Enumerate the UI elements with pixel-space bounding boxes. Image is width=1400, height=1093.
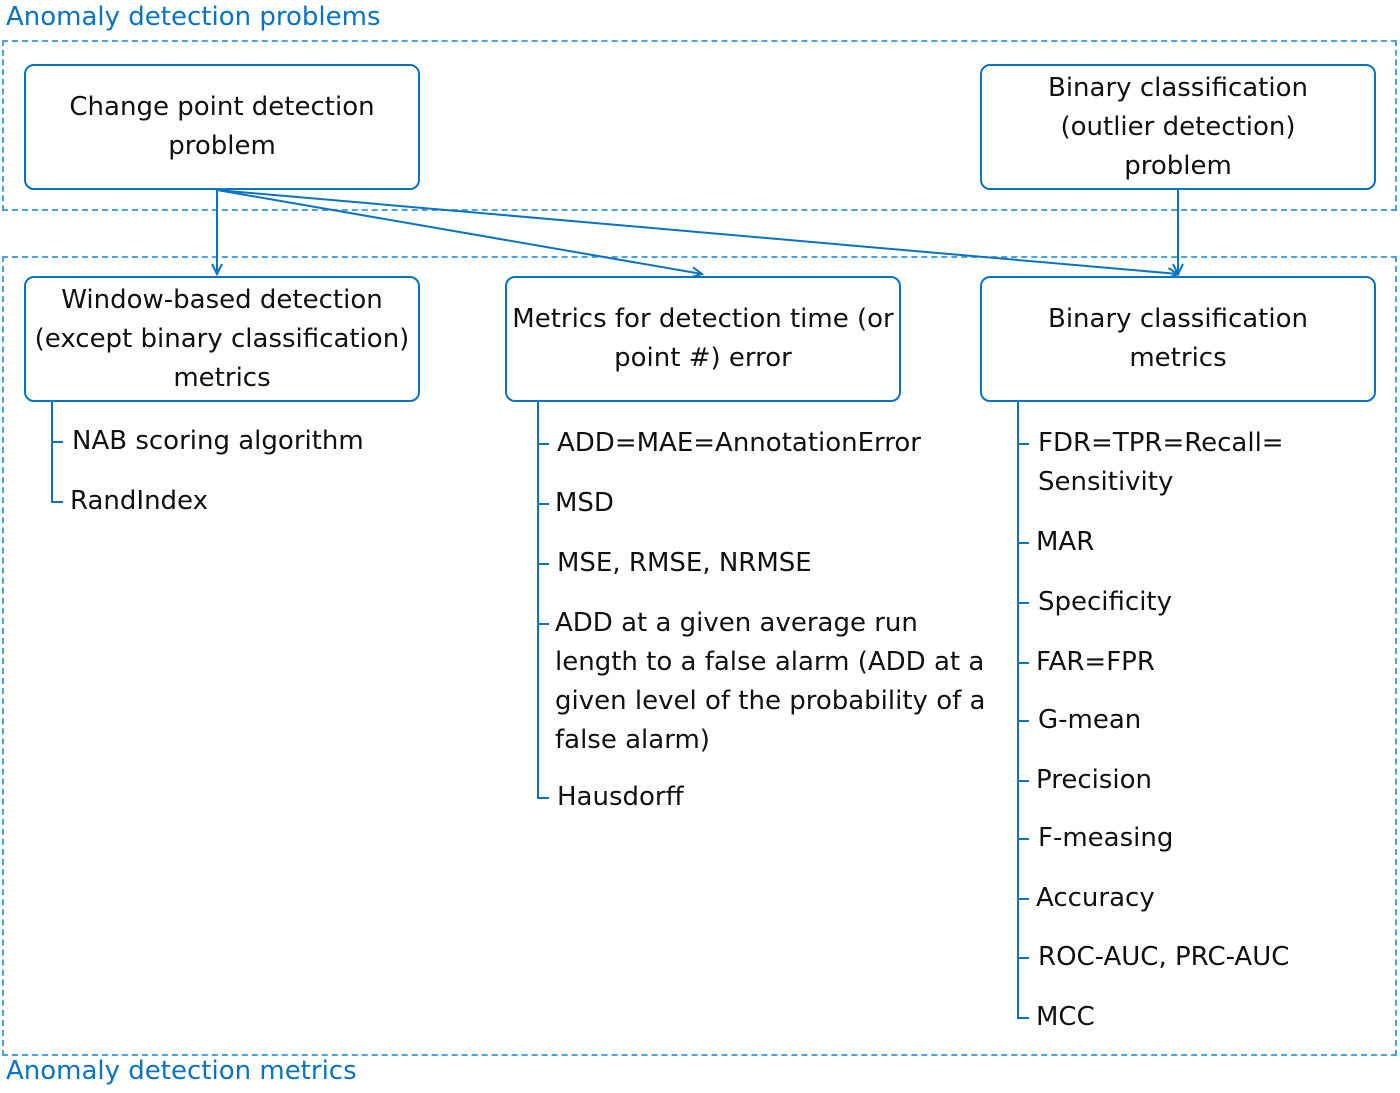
arrow-change-to-time bbox=[216, 189, 705, 279]
binary-item: G-mean bbox=[1038, 705, 1142, 735]
time-item: MSD bbox=[555, 488, 614, 518]
binary-item: FAR=FPR bbox=[1036, 647, 1155, 677]
binary-item: Accuracy bbox=[1036, 883, 1155, 913]
binary-item: FDR=TPR=Recall= Sensitivity bbox=[1038, 428, 1284, 497]
change-point-problem-box: Change point detection problem bbox=[24, 64, 420, 190]
binary-item: ROC-AUC, PRC-AUC bbox=[1038, 942, 1290, 972]
binary-problem-label: Binary classification (outlier detection… bbox=[1048, 72, 1308, 181]
time-item: Hausdorff bbox=[557, 782, 684, 812]
change-point-problem-label: Change point detection problem bbox=[69, 92, 375, 161]
binary-problem-box: Binary classification (outlier detection… bbox=[980, 64, 1376, 190]
binary-item: F-measing bbox=[1038, 823, 1174, 853]
metrics-region-label: Anomaly detection metrics bbox=[6, 1056, 357, 1086]
window-metrics-box: Window-based detection (except binary cl… bbox=[24, 276, 420, 402]
binary-item: MCC bbox=[1036, 1002, 1095, 1032]
binary-item: Specificity bbox=[1038, 587, 1172, 617]
time-item: ADD=MAE=AnnotationError bbox=[557, 428, 921, 458]
time-item: ADD at a given average run length to a f… bbox=[555, 608, 986, 755]
problems-region-label: Anomaly detection problems bbox=[6, 2, 381, 32]
binary-metrics-box: Binary classification metrics bbox=[980, 276, 1376, 402]
tree-binary bbox=[1017, 402, 1029, 1019]
tree-window bbox=[51, 402, 63, 503]
window-metrics-title: Window-based detection (except binary cl… bbox=[34, 284, 410, 393]
tree-time bbox=[537, 402, 549, 799]
window-item: RandIndex bbox=[70, 486, 208, 516]
time-metrics-box: Metrics for detection time (or point #) … bbox=[505, 276, 901, 402]
time-metrics-title: Metrics for detection time (or point #) … bbox=[512, 304, 894, 373]
arrow-change-to-binary bbox=[216, 189, 1181, 280]
problems-region bbox=[2, 40, 1397, 211]
binary-item: Precision bbox=[1036, 765, 1153, 795]
binary-metrics-title: Binary classification metrics bbox=[1048, 304, 1308, 373]
time-item: MSE, RMSE, NRMSE bbox=[557, 548, 812, 578]
metrics-region bbox=[2, 256, 1397, 1056]
window-item: NAB scoring algorithm bbox=[72, 426, 364, 456]
binary-item: MAR bbox=[1036, 527, 1095, 557]
